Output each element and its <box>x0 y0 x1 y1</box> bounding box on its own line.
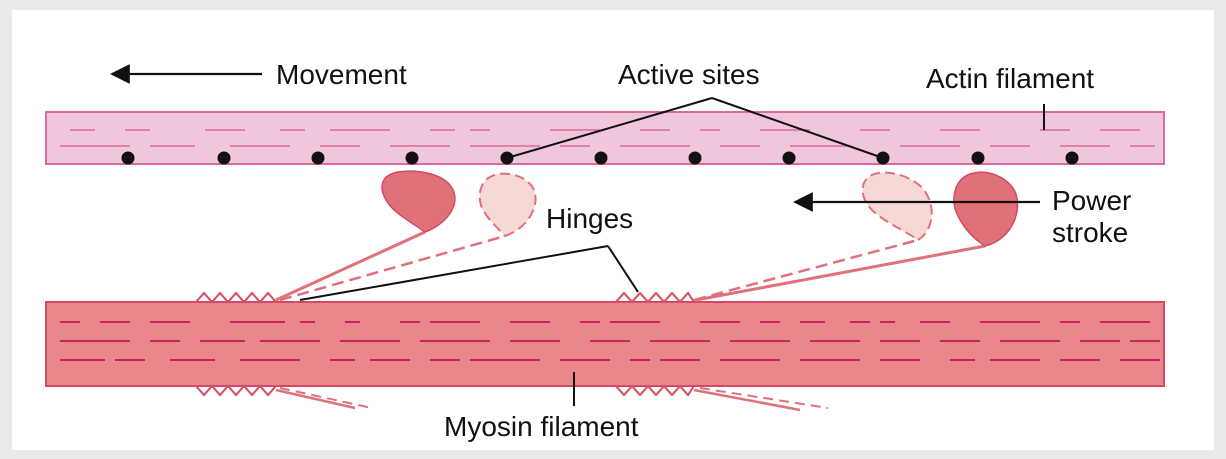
label-active-sites: Active sites <box>618 59 760 90</box>
crossbridge-right-solid <box>696 172 1018 300</box>
label-movement: Movement <box>276 59 407 90</box>
label-power: Power <box>1052 185 1131 216</box>
myosin-filament <box>46 302 1164 386</box>
crossbridge-right-dashed <box>694 173 932 300</box>
lower-crossbridge-stubs <box>276 388 828 410</box>
label-actin-filament: Actin filament <box>926 63 1094 94</box>
label-hinges: Hinges <box>546 203 633 234</box>
crossbridge-left-solid <box>276 171 455 300</box>
label-myosin-filament: Myosin filament <box>444 411 639 442</box>
label-stroke: stroke <box>1052 217 1128 248</box>
